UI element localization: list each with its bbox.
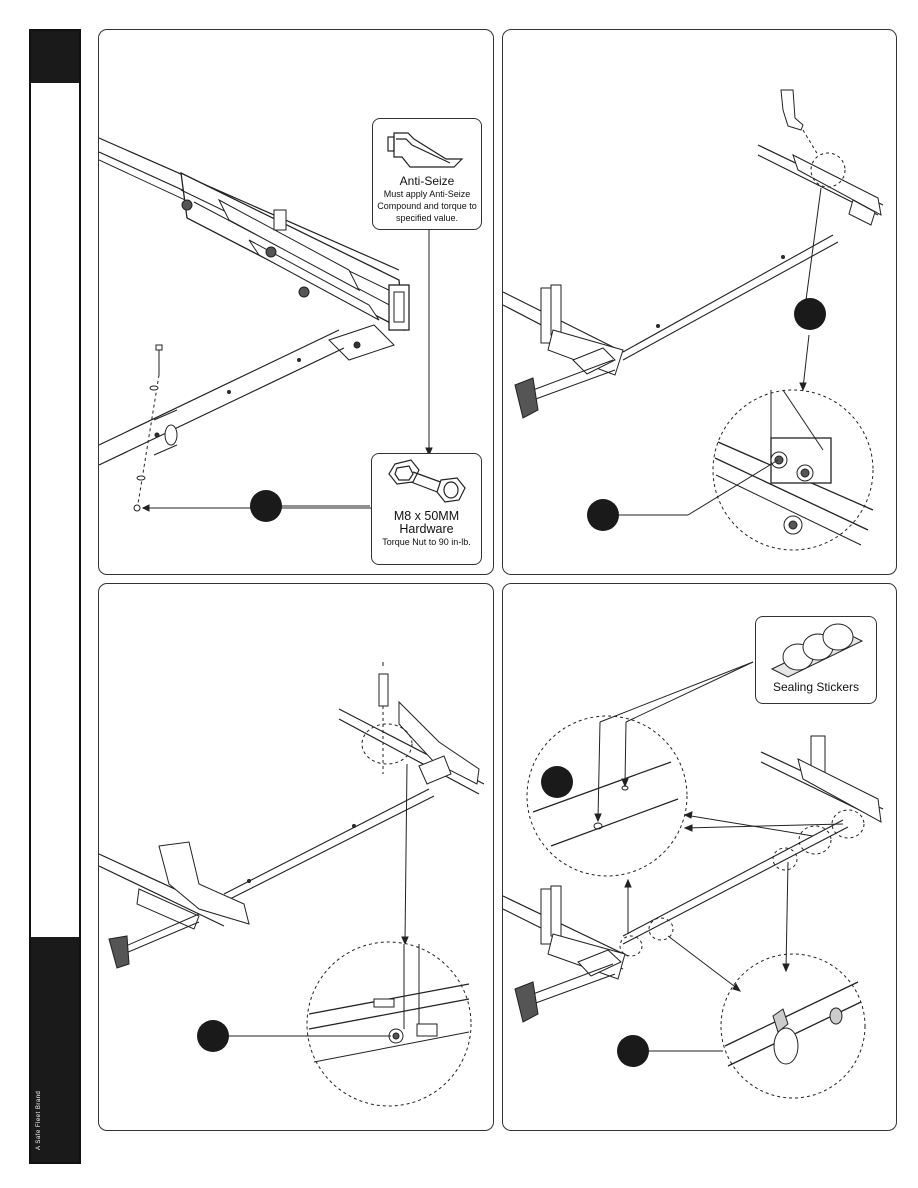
hardware-torque-note: Torque Nut to 90 in-lb. [382,537,471,547]
anti-seize-callout: Anti-Seize Must apply Anti-Seize Compoun… [372,118,482,230]
zoom-detail-2 [714,389,874,546]
step-panel-3 [98,583,494,1131]
step-panel-4: Sealing Stickers [502,583,897,1131]
sidebar: PRIME DESIGN™ A Safe Fleet Brand [13,29,81,1164]
step-panel-2 [502,29,897,575]
brand-block: PRIME DESIGN™ A Safe Fleet Brand [13,937,79,1162]
assembly-diagram-3 [99,662,485,1107]
anti-seize-tube-icon [387,132,464,168]
assembly-diagram-2 [503,89,884,551]
brand-logo: PRIME DESIGN™ A Safe Fleet Brand [13,964,42,1150]
brand-tagline: A Safe Fleet Brand [36,1090,42,1150]
sealing-stickers-icon [770,623,864,678]
hardware-title-line1: M8 x 50MM [393,509,460,523]
brand-name: PRIME DESIGN™ [13,964,34,1150]
assembly-diagram-4 [503,661,884,1099]
sealing-stickers-callout: Sealing Stickers [755,616,877,704]
zoom-detail-4b [724,981,862,1067]
step-panel-1: Anti-Seize Must apply Anti-Seize Compoun… [98,29,494,575]
hardware-callout: M8 x 50MM Hardware Torque Nut to 90 in-l… [371,453,482,565]
zoom-detail-3 [308,944,470,1063]
zoom-detail-4a [532,761,679,847]
sealing-stickers-title: Sealing Stickers [772,680,860,694]
hardware-title-line2: Hardware [399,522,454,536]
anti-seize-description: Must apply Anti-Seize Compound and torqu… [377,189,477,223]
bolt-icon [387,459,466,503]
anti-seize-title: Anti-Seize [399,174,455,188]
sidebar-top-block [31,31,79,83]
assembly-diagram-1 [99,137,433,522]
